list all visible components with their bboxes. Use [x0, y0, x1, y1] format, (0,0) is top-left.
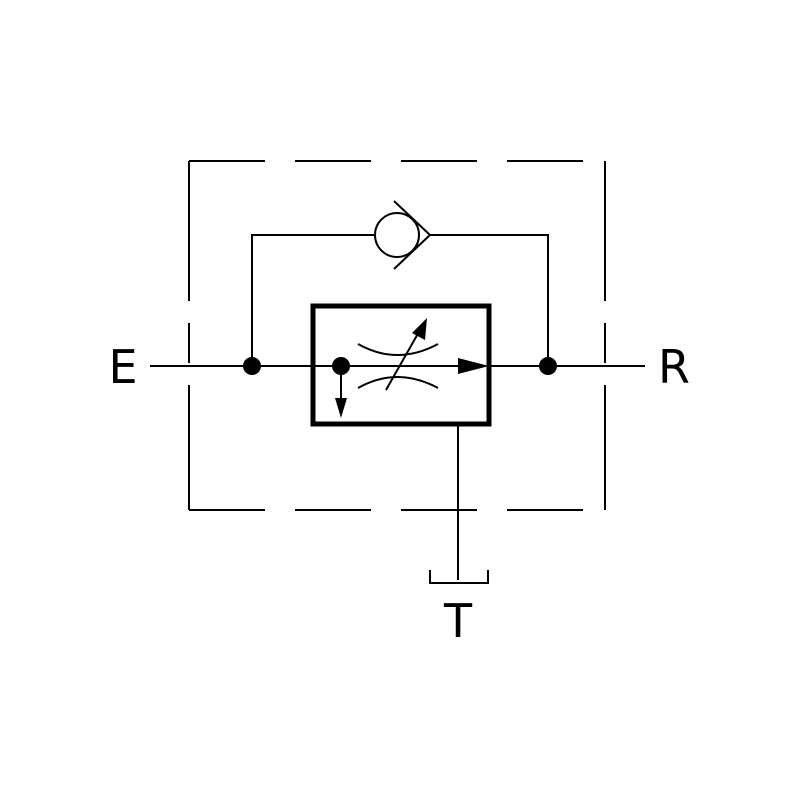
flow-arrow-icon: [458, 358, 489, 374]
junction-dots: [243, 357, 557, 375]
adjustment-arrow-shaft: [385, 329, 421, 391]
valve-housing-outline: [188, 160, 606, 511]
port-label-outlet: R: [658, 340, 690, 394]
adjustment-arrow-icon: [412, 318, 427, 340]
port-label-inlet: E: [108, 340, 137, 394]
check-valve-icon: [374, 200, 432, 270]
drain-arrow-icon: [335, 398, 347, 418]
junction-dot-right: [539, 357, 557, 375]
bypass-left-segment: [251, 234, 374, 366]
bypass-right-segment: [430, 234, 549, 366]
throttle-upper-curve: [357, 343, 439, 356]
port-label-tank: T: [443, 594, 473, 648]
throttle-lower-curve: [357, 376, 439, 389]
tank-drain: [429, 424, 489, 584]
bypass-line: [251, 234, 549, 366]
junction-dot-left: [243, 357, 261, 375]
flow-control-valve: [310, 303, 492, 427]
check-valve-seat: [393, 200, 432, 270]
check-valve-ball: [374, 212, 420, 258]
tank-symbol-icon: [429, 570, 489, 584]
